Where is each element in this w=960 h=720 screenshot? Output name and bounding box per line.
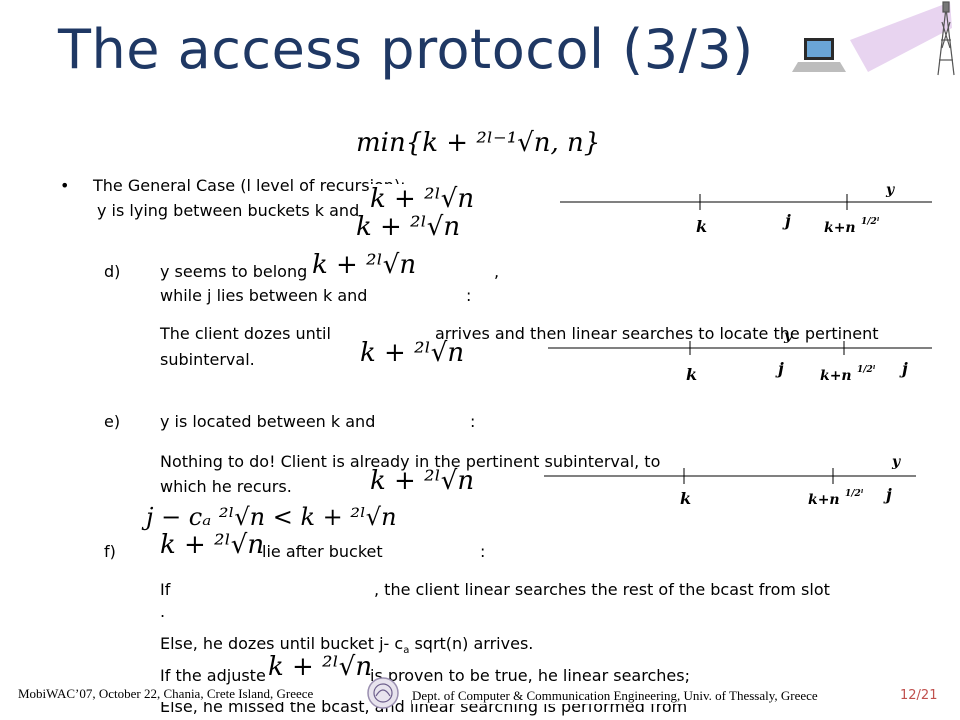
- signal-beam: [850, 2, 952, 72]
- case-f-if2-b: is proven to be true, he linear searches…: [370, 666, 690, 685]
- case-d-line1-end: ,: [494, 262, 500, 281]
- formula-k-root-f1: k + ²ˡ√n: [160, 530, 265, 560]
- page-number: 12/21: [900, 688, 938, 703]
- case-d-line2-end: :: [466, 286, 472, 305]
- diagram-2-label-exp: 1/2ˡ: [857, 365, 876, 375]
- case-e-line1: y is located between k and: [160, 412, 376, 431]
- slide-title: The access protocol (3/3): [58, 18, 754, 81]
- general-case-text: The General Case (l level of recursion):: [93, 176, 406, 195]
- case-d-client-line2: subinterval.: [160, 350, 255, 369]
- diagram-1-label-kn: k+n: [824, 220, 856, 236]
- case-f-else1-b: sqrt(n) arrives.: [409, 634, 534, 653]
- case-f-label: f): [104, 542, 116, 561]
- interval-diagram-3: y k k+n 1/2ˡ j: [544, 454, 916, 508]
- bullet-marker: •: [60, 176, 70, 195]
- formula-j-condition: j − cₐ ²ˡ√n < k + ²ˡ√n: [146, 503, 397, 531]
- formula-k-root-1: k + ²ˡ√n: [370, 184, 475, 214]
- diagram-1-label-k: k: [696, 217, 707, 236]
- university-logo-icon: [367, 677, 399, 709]
- footer-department: Dept. of Computer & Communication Engine…: [412, 688, 818, 704]
- case-e-line1-end: :: [470, 412, 476, 431]
- case-f-line1: lie after bucket: [262, 542, 383, 561]
- case-d-label: d): [104, 262, 121, 281]
- case-f-if-b: , the client linear searches the rest of…: [374, 580, 830, 599]
- diagram-1-label-exp: 1/2ˡ: [861, 217, 880, 227]
- case-f-if2: If the adjuste: [160, 666, 266, 685]
- diagram-2-label-kn: k+n: [820, 368, 852, 384]
- case-f-else1-a: Else, he dozes until bucket j- c: [160, 634, 404, 653]
- formula-k-root-f2: k + ²ˡ√n: [268, 652, 373, 682]
- diagram-2-label-j2: j: [899, 359, 908, 378]
- diagram-2-label-j1: j: [775, 359, 784, 378]
- case-e-nothing-line1: Nothing to do! Client is already in the …: [160, 452, 661, 471]
- diagram-2-label-y: y: [783, 330, 793, 344]
- diagram-3-label-kn: k+n: [808, 492, 840, 508]
- interval-diagram-2: y k j k+n 1/2ˡ j: [548, 330, 932, 384]
- formula-k-root-2: k + ²ˡ√n: [356, 212, 461, 242]
- diagram-3-label-j: j: [883, 485, 892, 504]
- diagram-1-label-y: y: [885, 182, 895, 198]
- network-illustration: [792, 1, 955, 76]
- case-e-label: e): [104, 412, 121, 431]
- diagram-3-label-k: k: [680, 489, 691, 508]
- diagram-3-label-exp: 1/2ˡ: [845, 489, 864, 499]
- case-d-line2: while j lies between k and: [160, 286, 368, 305]
- case-e-nothing-line2: which he recurs.: [160, 477, 292, 496]
- diagram-1-label-j: j: [782, 211, 791, 230]
- case-d-line1: y seems to belong a: [160, 262, 323, 281]
- y-lying-text: y is lying between buckets k and: [97, 201, 360, 220]
- case-f-else1-sub: a: [403, 645, 410, 657]
- diagram-2-label-k: k: [686, 365, 697, 384]
- formula-k-root-d2: k + ²ˡ√n: [360, 338, 465, 368]
- case-f-line1-end: :: [480, 542, 486, 561]
- case-d-client-line1: The client dozes until: [160, 324, 331, 343]
- case-d-client-line1b: arrives and then linear searches to loca…: [435, 324, 879, 343]
- formula-main: min{k + ²ˡ⁻¹√n, n}: [356, 128, 601, 158]
- diagram-3-label-y: y: [891, 454, 901, 470]
- interval-diagram-1: y k j k+n 1/2ˡ: [560, 182, 932, 236]
- case-f-dot: .: [160, 602, 166, 621]
- antenna-tower-icon: [937, 1, 955, 76]
- formula-k-root-d1: k + ²ˡ√n: [312, 250, 417, 280]
- case-f-if: If: [160, 580, 171, 599]
- footer-conference: MobiWAC’07, October 22, Chania, Crete Is…: [18, 686, 314, 702]
- laptop-icon: [792, 38, 846, 72]
- formula-k-root-e: k + ²ˡ√n: [370, 466, 475, 496]
- case-f-else1: Else, he dozes until bucket j- ca sqrt(n…: [160, 634, 533, 656]
